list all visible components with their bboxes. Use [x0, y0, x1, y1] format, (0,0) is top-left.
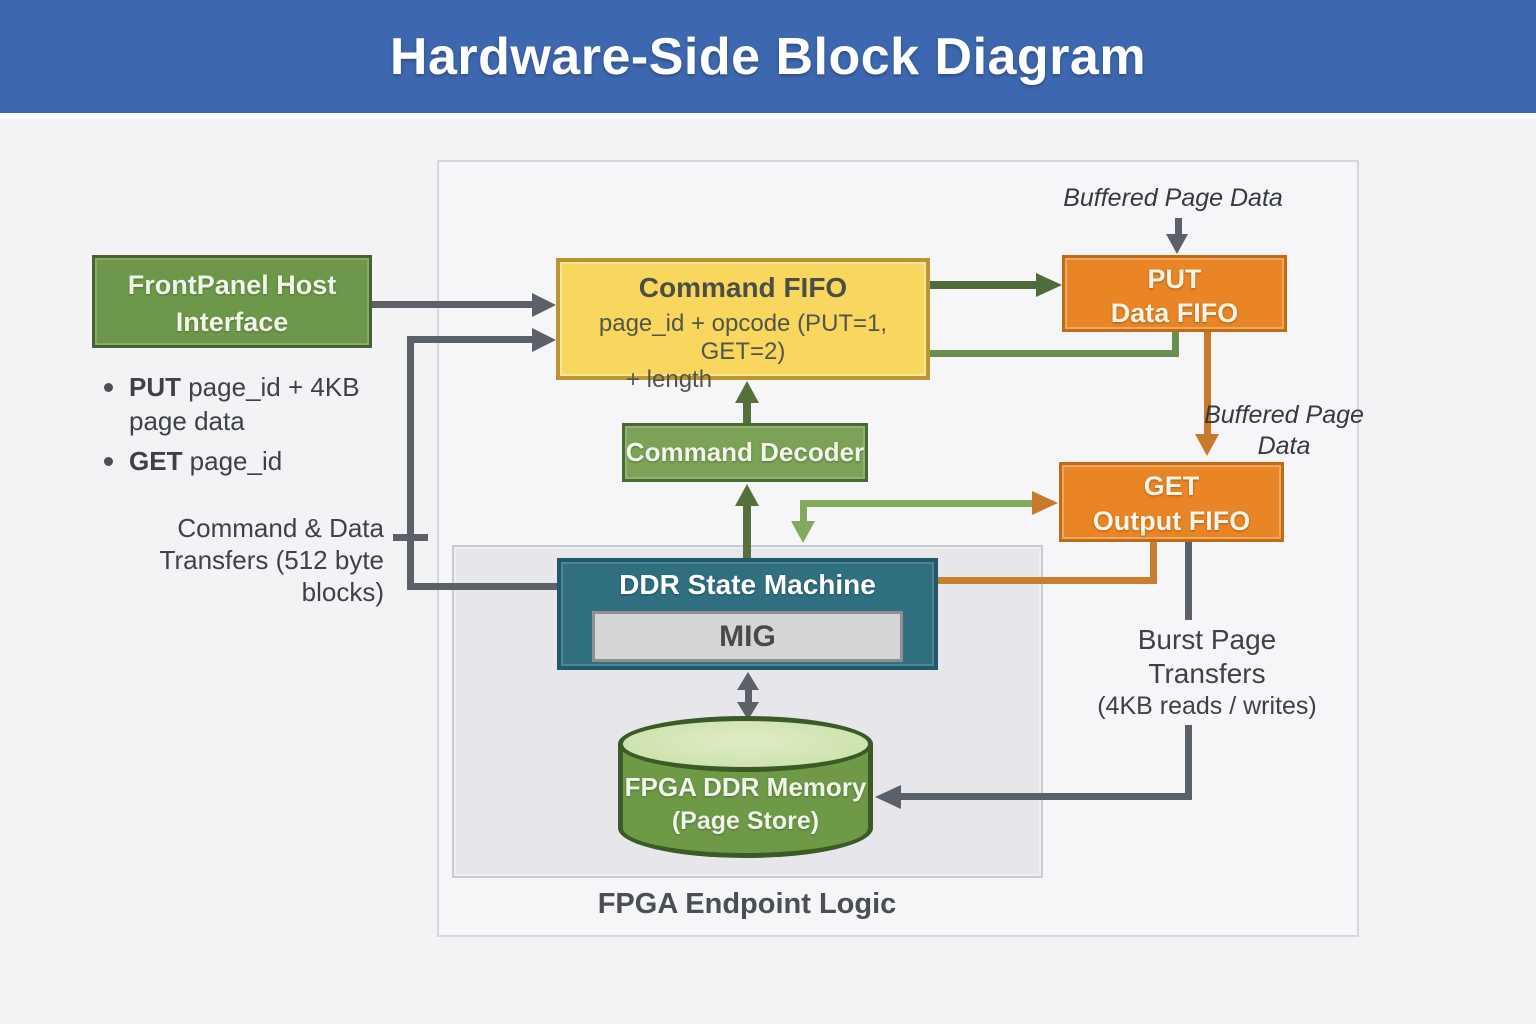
label-line: blocks)	[301, 577, 384, 607]
ddrsm-to-getfifo-vline	[1150, 542, 1157, 584]
cmd-data-transfers-label: Command & Data Transfers (512 byte block…	[128, 512, 384, 608]
header-bar: Hardware-Side Block Diagram	[0, 0, 1536, 113]
label-line: Buffered Page	[1204, 401, 1364, 429]
ddrsm-to-decoder-line	[743, 505, 751, 561]
block-subtext: page_id + opcode (PUT=1, GET=2)	[598, 310, 888, 365]
getfifo-to-memory-hline	[899, 793, 1192, 800]
arrow-up-icon	[737, 672, 759, 690]
header-divider	[0, 113, 1536, 119]
block-subtext: + length	[626, 366, 713, 393]
mig-memory-line	[745, 688, 752, 704]
arrow-right-icon	[532, 328, 556, 352]
buffered-page-data-top-label: Buffered Page Data	[1042, 184, 1304, 213]
block-label: FPGA DDR Memory	[624, 772, 867, 802]
arrow-down-icon	[1195, 434, 1219, 456]
bus-to-ddrsm-line	[407, 583, 559, 590]
bullet-text: page_id + 4KB page data	[129, 372, 360, 436]
decoder-area-to-getfifo-line	[800, 500, 1032, 507]
arrow-down-icon	[791, 521, 815, 543]
block-label: Command Decoder	[625, 437, 865, 467]
block-label: Output FIFO	[1092, 506, 1251, 536]
decoder-to-cmdfifo-line	[743, 402, 751, 426]
putfifo-return-hline	[930, 350, 1179, 357]
ddr-state-machine-block: DDR State Machine MIG	[557, 558, 938, 670]
frontpanel-host-interface-block: FrontPanel Host Interface	[92, 255, 372, 348]
host-to-cmdfifo-line	[372, 301, 532, 308]
burst-page-transfers-label: Burst Page Transfers (4KB reads / writes…	[1082, 620, 1332, 725]
block-label: MIG	[719, 620, 776, 653]
label-line: Data	[1257, 432, 1311, 460]
cylinder-top	[618, 716, 873, 772]
label-line: Buffered Page Data	[1063, 184, 1283, 212]
bullet-icon	[104, 383, 113, 392]
host-protocol-bullets: PUT page_id + 4KB page data GET page_id	[98, 370, 416, 484]
arrow-right-icon	[532, 293, 556, 317]
block-label: Interface	[175, 307, 289, 337]
command-fifo-block: Command FIFO page_id + opcode (PUT=1, GE…	[556, 258, 930, 393]
buffered-page-data-mid-label: Buffered Page Data	[1196, 400, 1372, 462]
arrow-up-icon	[735, 381, 759, 403]
bullet-text: page_id	[182, 446, 283, 476]
mig-block: MIG	[592, 611, 903, 662]
bullet-keyword: PUT	[129, 372, 181, 402]
arrow-down-icon	[1166, 234, 1188, 254]
arrow-up-icon	[735, 484, 759, 506]
block-label: (Page Store)	[671, 807, 820, 835]
page-title: Hardware-Side Block Diagram	[389, 27, 1147, 86]
list-item: PUT page_id + 4KB page data	[98, 370, 416, 438]
buffered-to-putfifo-line	[1175, 218, 1182, 236]
putfifo-return-vline	[1172, 332, 1179, 357]
putfifo-to-getfifo-line	[1204, 332, 1211, 436]
bus-to-cmdfifo-line	[407, 336, 532, 343]
label-line: (4KB reads / writes)	[1097, 692, 1317, 720]
block-label: GET	[1143, 471, 1200, 501]
label-line: Command & Data	[177, 513, 384, 543]
cmdfifo-to-putfifo-line	[930, 281, 1036, 289]
block-title: Command FIFO	[638, 272, 848, 303]
block-label: PUT	[1147, 264, 1202, 294]
bus-junction-tick	[393, 534, 428, 541]
bullet-keyword: GET	[129, 446, 183, 476]
label-line: FPGA Endpoint Logic	[597, 888, 897, 920]
put-data-fifo-block: PUT Data FIFO	[1062, 255, 1287, 332]
bus-vertical-line	[407, 336, 414, 590]
ddrsm-to-getfifo-hline	[938, 577, 1157, 584]
label-line: Burst Page Transfers	[1137, 624, 1277, 689]
decoder-area-to-ddrsm-line	[800, 500, 807, 522]
list-item: GET page_id	[98, 444, 416, 478]
get-output-fifo-block: GET Output FIFO	[1059, 462, 1284, 542]
block-label: Data FIFO	[1110, 298, 1239, 328]
command-decoder-block: Command Decoder	[622, 423, 868, 482]
fpga-endpoint-logic-label: FPGA Endpoint Logic	[547, 888, 947, 921]
bullet-icon	[104, 457, 113, 466]
arrow-right-icon	[1032, 491, 1058, 515]
arrow-right-icon	[1036, 273, 1062, 297]
fpga-ddr-memory-cylinder: FPGA DDR Memory (Page Store)	[618, 716, 873, 858]
block-label: FrontPanel Host	[127, 270, 337, 300]
arrow-left-icon	[875, 785, 901, 809]
block-title: DDR State Machine	[619, 569, 876, 600]
label-line: Transfers (512 byte	[159, 545, 384, 575]
